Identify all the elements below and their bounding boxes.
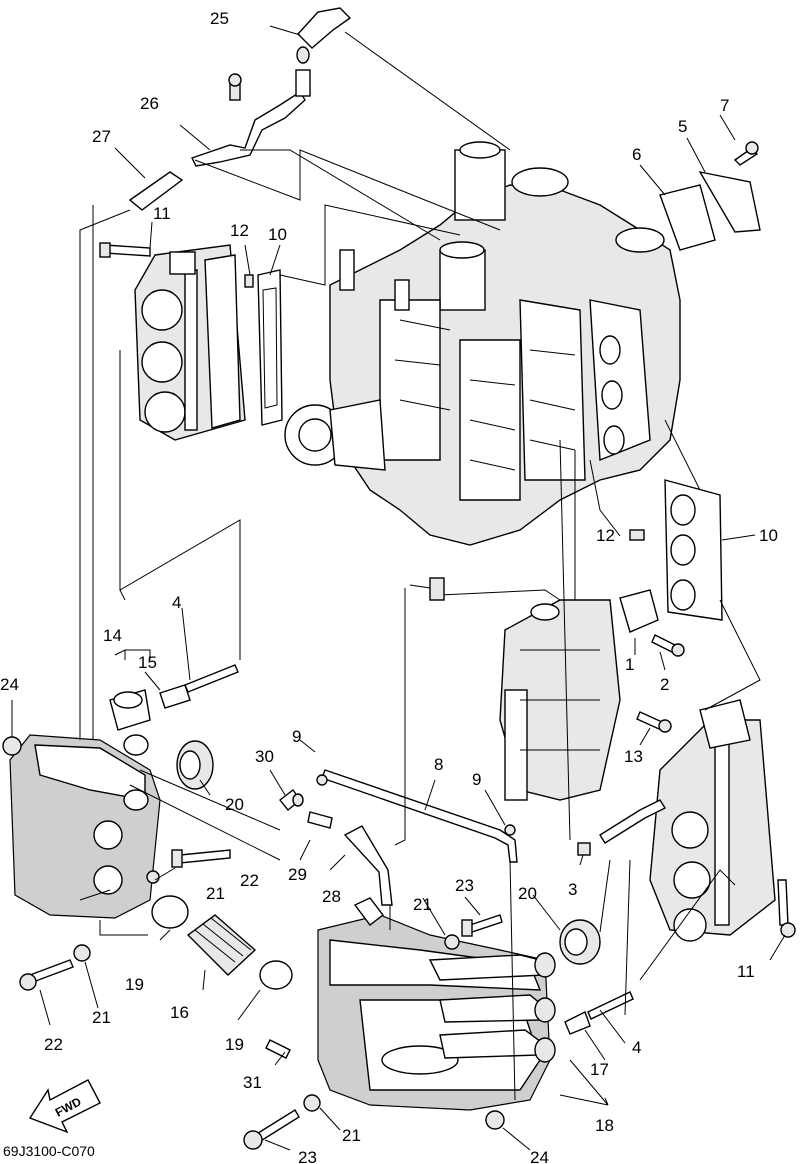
- callout-21-center: 21: [413, 895, 432, 914]
- gasket-upper: [257, 269, 283, 426]
- callout-10-right: 10: [759, 526, 778, 545]
- bracket-26: [191, 69, 311, 167]
- callout-22-center: 23: [298, 1148, 317, 1164]
- callout-11-lower: 11: [737, 962, 755, 981]
- callout-16: 18: [595, 1116, 614, 1135]
- callout-9-left: 9: [292, 727, 301, 746]
- callout-24-center: 24: [530, 1148, 549, 1164]
- callout-13: 13: [624, 747, 643, 766]
- bolt-11-upper: [99, 242, 151, 258]
- bolt-22-center: [243, 1109, 300, 1150]
- collar-15: [159, 684, 191, 709]
- callout-31: 31: [243, 1073, 262, 1092]
- bolt-13: [636, 711, 672, 733]
- callout-labels: 25 26 27 7 5 6 11 12 10 12 10 4 14 15 1 …: [0, 9, 778, 1164]
- callout-10-upper: 10: [268, 225, 287, 244]
- callout-26: 26: [140, 94, 159, 113]
- center-assembly: [499, 599, 621, 801]
- bolt-22-left: [19, 959, 74, 991]
- bolt-2: [651, 634, 685, 657]
- callout-14: 14: [103, 626, 122, 645]
- diagram-code: 69J3100-C070: [3, 1143, 95, 1159]
- bolt-23-center: [461, 914, 503, 937]
- throttle-body-upper: [134, 244, 246, 441]
- clip-9-right: [504, 824, 516, 836]
- intake-silencer-center: [317, 914, 556, 1111]
- callout-23-center: 23: [455, 876, 474, 895]
- stud-bolt-4-lower: [587, 991, 634, 1020]
- callout-25: 25: [210, 9, 229, 28]
- gasket-right: [664, 479, 723, 621]
- callout-20-left: 20: [225, 795, 244, 814]
- callout-1: 1: [625, 655, 634, 674]
- callout-12-upper: 12: [230, 221, 249, 240]
- callout-18: 16: [170, 1003, 189, 1022]
- callout-30: 30: [255, 747, 274, 766]
- hose-28: [343, 825, 393, 906]
- collar-17: [564, 1011, 591, 1035]
- callout-20-right: 20: [518, 884, 537, 903]
- clamp-19-right: [259, 960, 293, 990]
- callout-19-right: 19: [225, 1035, 244, 1054]
- bolt-7: [733, 141, 759, 166]
- hose-18: [186, 914, 257, 976]
- fitting-29: [307, 811, 333, 829]
- callout-21-left-lower: 21: [92, 1008, 111, 1027]
- callout-4-lower: 4: [632, 1038, 641, 1057]
- dowel-pin-upper: [244, 274, 254, 288]
- intake-silencer-left: [9, 689, 161, 919]
- callout-29: 29: [288, 865, 307, 884]
- leader-lines: [11, 25, 786, 1151]
- callout-22-left: 22: [44, 1035, 63, 1054]
- callout-11-upper: 11: [153, 204, 171, 223]
- callout-5: 5: [678, 117, 687, 136]
- callout-6: 6: [632, 145, 641, 164]
- grommet-20-left: [176, 740, 214, 790]
- clip-9-left: [316, 774, 328, 786]
- callout-24-left: 24: [0, 675, 19, 694]
- stud-bolt-4-upper: [184, 664, 239, 693]
- callout-12-right: 12: [596, 526, 615, 545]
- clamp-19-left: [151, 895, 189, 929]
- collar-21-center: [444, 934, 460, 950]
- callout-2: 2: [660, 675, 669, 694]
- grommet-24-center: [485, 1110, 505, 1130]
- fwd-arrow-icon: FWD: [28, 1079, 101, 1134]
- callout-4-upper: 4: [172, 593, 181, 612]
- callout-21-center-lower: 21: [342, 1126, 361, 1145]
- washer-21-left: [73, 944, 91, 962]
- bolt-11-lower: [777, 879, 796, 938]
- callout-17: 17: [590, 1060, 609, 1079]
- grommet-24-left: [2, 736, 22, 756]
- engine-block: [284, 141, 681, 546]
- hose-8: [321, 769, 518, 863]
- bolt-23-left: [171, 849, 231, 868]
- dowel-pin-right: [629, 529, 645, 541]
- hose-25: [297, 7, 352, 49]
- callout-7: 7: [720, 96, 729, 115]
- callout-3: 3: [568, 880, 577, 899]
- callout-28: 28: [322, 887, 341, 906]
- callout-19-left: 19: [125, 975, 144, 994]
- sensor-1: [619, 589, 659, 633]
- intake-ducts-left: [123, 734, 149, 811]
- clip-3: [577, 842, 591, 856]
- callout-15: 15: [138, 653, 157, 672]
- callout-9-right: 9: [472, 770, 481, 789]
- hose-fuel-right: [599, 799, 667, 844]
- throttle-body-lower: [649, 699, 776, 942]
- collar-21-left: [146, 870, 160, 884]
- callout-23-left: 22: [240, 871, 259, 890]
- callout-8: 8: [434, 755, 443, 774]
- washer-21-center: [303, 1094, 321, 1112]
- fitting-31: [265, 1039, 291, 1059]
- grommet-20-right: [559, 919, 601, 965]
- callout-27: 27: [92, 127, 111, 146]
- hose-27: [128, 171, 184, 211]
- bracket-5-6: [659, 171, 761, 251]
- callout-21-left: 21: [206, 884, 225, 903]
